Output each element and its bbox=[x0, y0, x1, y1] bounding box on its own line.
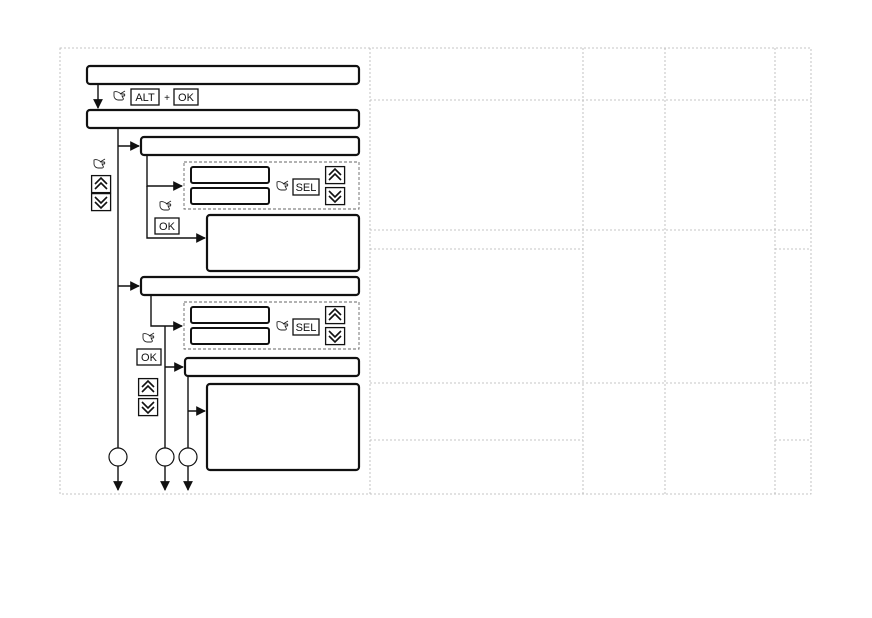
ok-key-frame bbox=[136, 348, 162, 366]
grid-table bbox=[59, 47, 812, 495]
connector-circle-2 bbox=[155, 447, 175, 467]
double-chevron-down-icon[interactable] bbox=[324, 186, 346, 206]
alt-key-label: ALT bbox=[135, 92, 155, 104]
sel-key-frame bbox=[292, 318, 320, 336]
display-panel-1 bbox=[205, 213, 361, 273]
double-chevron-up-icon[interactable] bbox=[137, 377, 159, 397]
main-menu-bar[interactable] bbox=[85, 64, 361, 86]
ok-key-button[interactable]: OK bbox=[173, 88, 199, 106]
ok-key-frame bbox=[173, 88, 199, 106]
option-field-2b[interactable] bbox=[190, 327, 270, 345]
branch-arrow-options-2 bbox=[150, 295, 183, 331]
connector-circle-3 bbox=[178, 447, 198, 467]
alt-key-button[interactable]: ALT bbox=[130, 88, 160, 106]
submenu-2-bar[interactable] bbox=[139, 275, 361, 297]
double-chevron-up-icon[interactable] bbox=[324, 165, 346, 185]
ok-key-label: OK bbox=[159, 221, 176, 233]
double-chevron-up-icon[interactable] bbox=[324, 305, 346, 325]
sel-key-button[interactable]: SEL bbox=[292, 318, 320, 336]
alt-key-frame bbox=[130, 88, 160, 106]
double-chevron-down-icon[interactable] bbox=[137, 397, 159, 417]
display-panel-2 bbox=[205, 382, 361, 472]
hand-pointer-icon bbox=[142, 332, 155, 343]
double-chevron-up-icon[interactable] bbox=[90, 174, 112, 194]
branch-arrow-display-1 bbox=[146, 186, 206, 243]
ok-key-label: OK bbox=[178, 92, 195, 104]
hand-pointer-icon bbox=[159, 200, 172, 211]
ok-key-label: OK bbox=[141, 352, 158, 364]
ok-key-button[interactable]: OK bbox=[136, 348, 162, 366]
grid-outer-border bbox=[59, 47, 812, 495]
plus-sign: + bbox=[164, 93, 170, 104]
branch-arrow-options-1 bbox=[146, 155, 183, 191]
option-field-2a[interactable] bbox=[190, 306, 270, 324]
double-chevron-down-icon[interactable] bbox=[90, 192, 112, 212]
sel-key-label: SEL bbox=[296, 182, 317, 194]
option-field-1b[interactable] bbox=[190, 187, 270, 205]
double-chevron-down-icon[interactable] bbox=[324, 326, 346, 346]
hand-pointer-icon bbox=[93, 158, 106, 169]
sel-key-frame bbox=[292, 178, 320, 196]
menu-level-1-bar[interactable] bbox=[85, 108, 361, 130]
selection-group-box-1 bbox=[183, 161, 360, 210]
hand-pointer-icon bbox=[276, 180, 289, 191]
hand-pointer-icon bbox=[276, 320, 289, 331]
flow-lines bbox=[93, 84, 206, 491]
option-field-1a[interactable] bbox=[190, 166, 270, 184]
sel-key-button[interactable]: SEL bbox=[292, 178, 320, 196]
submenu-3-bar[interactable] bbox=[183, 356, 361, 378]
connector-circle-1 bbox=[108, 447, 128, 467]
sel-key-label: SEL bbox=[296, 322, 317, 334]
selection-group-box-2 bbox=[183, 301, 360, 350]
ok-key-button[interactable]: OK bbox=[154, 217, 180, 235]
ok-key-frame bbox=[154, 217, 180, 235]
hand-pointer-icon bbox=[113, 90, 126, 101]
submenu-1-bar[interactable] bbox=[139, 135, 361, 157]
